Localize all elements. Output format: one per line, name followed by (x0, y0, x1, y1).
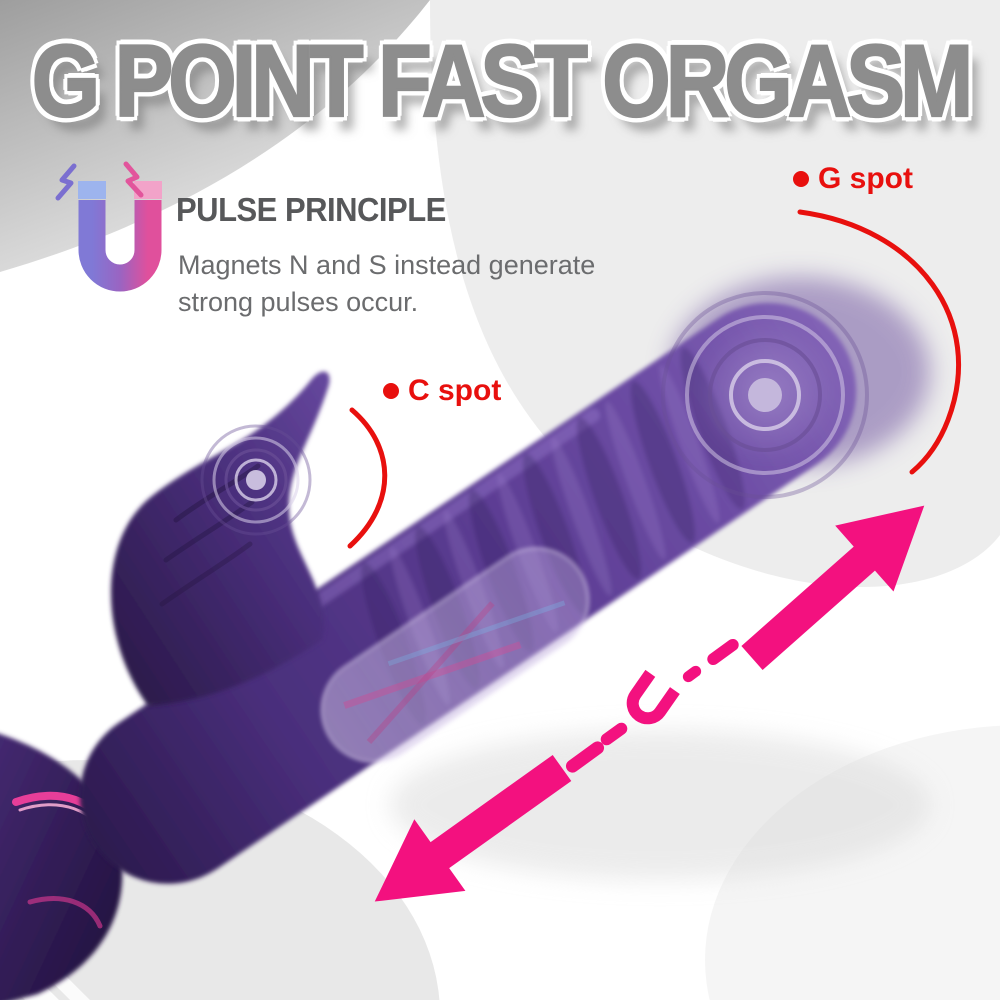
thrust-dashes (565, 638, 739, 773)
c-spot-ripples (200, 424, 312, 536)
g-spot-arc (797, 209, 961, 475)
pulse-principle-heading: PULSE PRINCIPLE (176, 191, 446, 229)
thrust-arrows (374, 505, 925, 902)
magnet-icon (55, 161, 162, 292)
pulse-description-line1: Magnets N and S instead generate (178, 250, 596, 280)
vibrator-product (0, 277, 930, 1000)
arrow-up-right-icon (741, 505, 925, 670)
magnet-pole-left (78, 181, 106, 199)
c-spot-callout: C spot (383, 374, 501, 408)
pulse-principle-description: Magnets N and S instead generate strong … (178, 247, 648, 321)
g-spot-callout: G spot (793, 162, 913, 196)
g-spot-label-text: G spot (818, 162, 913, 195)
red-dot-icon (383, 383, 399, 399)
magnet-u-icon (626, 669, 680, 725)
red-dot-icon (793, 171, 809, 187)
page-title: G POINT FAST ORGASM (31, 23, 975, 138)
rabbit-ear (111, 371, 330, 706)
lightning-icon-right (123, 161, 144, 198)
c-spot-label-text: C spot (408, 374, 502, 407)
g-spot-ripples (661, 291, 869, 499)
c-spot-arc (347, 407, 388, 549)
handle-pink-ring-2 (27, 896, 103, 929)
lightning-icon-left (55, 163, 77, 201)
thrust-capsule (320, 547, 590, 763)
pulse-description-line2: strong pulses occur. (178, 287, 419, 317)
arrow-down-left-icon (374, 754, 572, 902)
